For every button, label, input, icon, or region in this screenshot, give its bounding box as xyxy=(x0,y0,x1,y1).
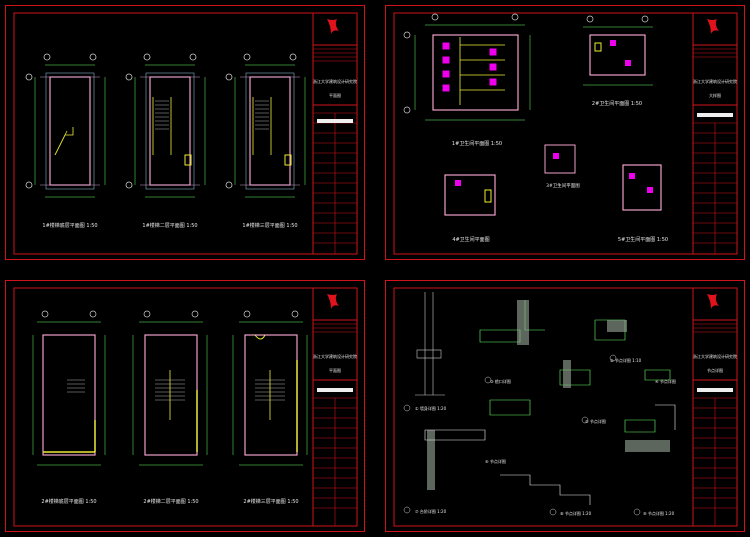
detail-label-6: ⑥ 节点详图 xyxy=(485,458,506,464)
drawing-sheet-1: 浙江大学建筑设计研究院 平面图 1#楼梯底层平面图 1:50 1#楼梯二层平面图… xyxy=(5,5,365,260)
detail-label-1: ① 墙身详图 1:20 xyxy=(415,405,447,411)
plan-label-2: 2#卫生间平面图 1:50 xyxy=(592,100,642,107)
detail-label-3: ③ 檐口详图 xyxy=(490,378,511,384)
plan-label-1: 1#卫生间平面图 1:50 xyxy=(452,140,502,147)
detail-label-4: ④ 节点详图 xyxy=(655,378,676,384)
plan-label-5: 5#卫生间平面图 1:50 xyxy=(618,236,668,243)
plan-label-1: 1#楼梯底层平面图 1:50 xyxy=(42,222,97,229)
plan-label-4: 4#卫生间平面图 xyxy=(452,236,489,243)
drawing-sheet-2: 1#卫生间平面图 1:50 2#卫生间平面图 1:50 3#卫生间平面图 4#卫… xyxy=(385,5,745,260)
titleblock-project: 浙江大学建筑设计研究院 xyxy=(693,353,737,359)
plan-label-3: 1#楼梯三层平面图 1:50 xyxy=(242,222,297,229)
detail-label-2: ② 节点详图 1:10 xyxy=(610,357,642,363)
drawing-sheet-4: ① 墙身详图 1:20 ② 节点详图 1:10 ③ 檐口详图 ④ 节点详图 ⑤ … xyxy=(385,280,745,532)
plan-label-3: 3#卫生间平面图 xyxy=(546,182,580,189)
plan-label-3: 2#楼梯三层平面图 1:50 xyxy=(243,498,298,505)
detail-label-7: ⑦ 台阶详图 1:20 xyxy=(415,508,447,514)
plan-label-2: 1#楼梯二层平面图 1:50 xyxy=(142,222,197,229)
plan-label-2: 2#楼梯二层平面图 1:50 xyxy=(143,498,198,505)
detail-label-8: ⑧ 节点详图 1:20 xyxy=(560,510,592,516)
titleblock-project: 浙江大学建筑设计研究院 xyxy=(693,78,737,84)
plan-label-1: 2#楼梯底层平面图 1:50 xyxy=(41,498,96,505)
titleblock-drawing: 平面图 xyxy=(329,92,341,98)
titleblock-drawing: 节点详图 xyxy=(707,367,723,373)
detail-label-9: ⑨ 节点详图 1:20 xyxy=(643,510,675,516)
drawing-sheet-3: 2#楼梯底层平面图 1:50 2#楼梯二层平面图 1:50 2#楼梯三层平面图 … xyxy=(5,280,365,532)
titleblock-project: 浙江大学建筑设计研究院 xyxy=(313,78,357,84)
titleblock-drawing: 平面图 xyxy=(329,367,341,373)
titleblock-drawing: 大样图 xyxy=(709,92,721,98)
titleblock-project: 浙江大学建筑设计研究院 xyxy=(313,353,357,359)
detail-label-5: ⑤ 节点详图 xyxy=(585,418,606,424)
